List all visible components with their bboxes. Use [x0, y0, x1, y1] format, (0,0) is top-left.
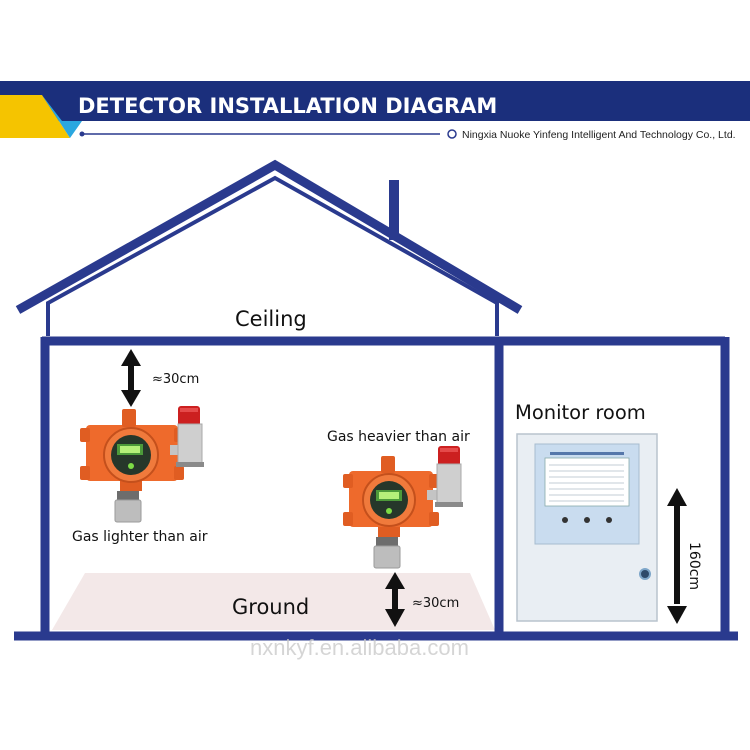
- roof-outer: [15, 159, 523, 314]
- alarm-beacon-icon: [176, 406, 204, 467]
- watermark: nxnkyf.en.alibaba.com: [250, 635, 469, 660]
- roof-inner: [46, 175, 499, 336]
- gas-detector-left: [80, 406, 204, 523]
- cabinet-button-3: [606, 517, 612, 523]
- heavier-gas-label: Gas heavier than air: [327, 429, 470, 445]
- company-name: Ningxia Nuoke Yinfeng Intelligent And Te…: [462, 129, 736, 141]
- lighter-gas-label: Gas lighter than air: [72, 529, 208, 545]
- rule-ring: [447, 129, 457, 139]
- cabinet-button-1: [562, 517, 568, 523]
- header: DETECTOR INSTALLATION DIAGRAM Ningxia Nu…: [0, 81, 750, 141]
- house-outline: [14, 159, 738, 641]
- bottom-distance-arrow-icon: [385, 572, 405, 627]
- screen-title-bar: [550, 452, 624, 455]
- cabinet-button-2: [584, 517, 590, 523]
- header-band: [0, 81, 750, 121]
- gas-detector-icon: [343, 456, 439, 569]
- gas-detector-icon: [80, 409, 184, 523]
- top-distance-arrow-icon: [121, 349, 141, 407]
- controller-height-label: 160cm: [686, 542, 702, 590]
- bottom-distance-label: ≈30cm: [412, 596, 459, 611]
- alarm-beacon-icon: [435, 446, 463, 507]
- controller-height-arrow-icon: [667, 488, 687, 624]
- screen-rows: [549, 464, 624, 502]
- header-accent-cyan: [42, 95, 82, 138]
- monitor-room-label: Monitor room: [515, 401, 646, 424]
- ground-floor: [52, 573, 495, 630]
- ceiling-label: Ceiling: [235, 307, 307, 331]
- controller-cabinet-icon: [516, 433, 658, 622]
- page-title: DETECTOR INSTALLATION DIAGRAM: [78, 94, 497, 118]
- top-distance-label: ≈30cm: [152, 372, 199, 387]
- gas-detector-right: [343, 446, 463, 569]
- header-accent-yellow: [0, 95, 70, 138]
- ground-label: Ground: [232, 595, 309, 619]
- cabinet-screen: [544, 457, 630, 507]
- cabinet-lock-icon: [639, 568, 651, 580]
- rule-dot-left: [79, 131, 85, 137]
